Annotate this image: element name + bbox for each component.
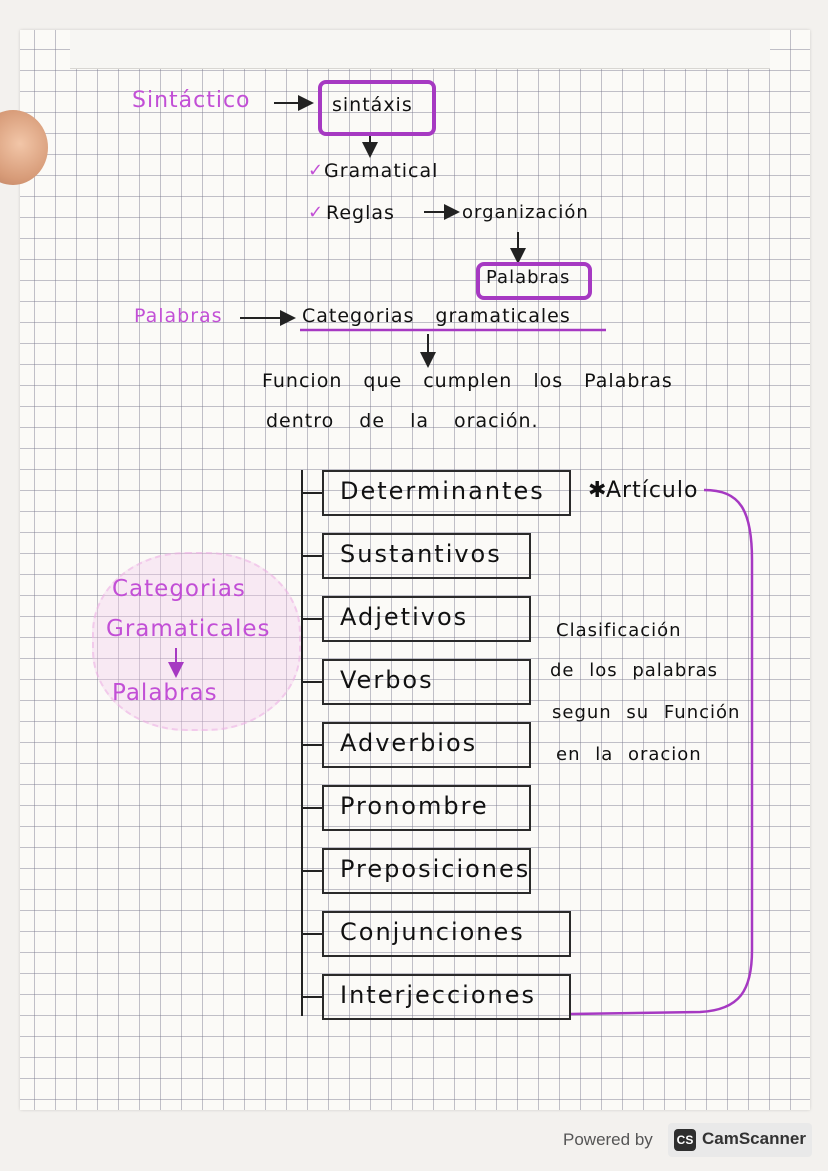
sintaxis-box: [318, 80, 436, 136]
note-line3: segun su Función: [552, 702, 741, 723]
category-box: [322, 533, 531, 579]
star-icon: ✱: [588, 478, 608, 503]
bracket-tick: [302, 492, 322, 494]
label-palabras-left: Palabras: [134, 305, 223, 327]
note-line4: en la oracion: [556, 744, 702, 765]
label-palabras-box: Palabras: [486, 267, 571, 288]
category-label: Adverbios: [340, 729, 478, 757]
category-box: [322, 596, 531, 642]
camscanner-logo: CS CamScanner: [668, 1123, 812, 1157]
category-label: Verbos: [340, 666, 434, 694]
label-gramatical: Gramatical: [324, 160, 439, 182]
note-line1: Clasificación: [556, 620, 682, 641]
bracket-tick: [302, 807, 322, 809]
left-label-line2: Gramaticales: [106, 616, 271, 642]
category-label: Adjetivos: [340, 603, 469, 631]
camscanner-badge-icon: CS: [674, 1129, 696, 1151]
check-icon: ✓: [308, 160, 325, 181]
label-reglas: Reglas: [326, 202, 395, 224]
label-organizacion: organización: [462, 202, 589, 223]
left-label-line3: Palabras: [112, 680, 218, 706]
category-box: [322, 911, 571, 957]
label-sintactico: Sintáctico: [132, 88, 251, 113]
bracket-tick: [302, 681, 322, 683]
category-box: [322, 785, 531, 831]
category-label: Sustantivos: [340, 540, 502, 568]
category-box: [322, 974, 571, 1020]
check-icon: ✓: [308, 202, 325, 223]
category-box: [322, 848, 531, 894]
label-articulo: Artículo: [606, 478, 699, 503]
bracket-tick: [302, 933, 322, 935]
left-label-line1: Categorias: [112, 576, 246, 602]
category-label: Pronombre: [340, 792, 489, 820]
page-header-strip: [70, 30, 770, 69]
purple-loop: [569, 488, 754, 1016]
category-label: Determinantes: [340, 477, 545, 505]
label-categorias-gramaticales: Categorias gramaticales: [302, 305, 571, 327]
palabras-box: [476, 262, 592, 300]
label-funcion-line1: Funcion que cumplen los Palabras: [262, 370, 673, 392]
bracket-tick: [302, 744, 322, 746]
bracket-tick: [302, 870, 322, 872]
label-funcion-line2: dentro de la oración.: [266, 410, 539, 432]
bracket-tick: [302, 618, 322, 620]
category-box: [322, 659, 531, 705]
note-line2: de los palabras: [550, 660, 719, 681]
category-box: [322, 470, 571, 516]
camscanner-name: CamScanner: [702, 1129, 806, 1148]
category-label: Interjecciones: [340, 981, 536, 1009]
powered-by-text: Powered by: [563, 1130, 653, 1149]
highlight-cloud: [92, 552, 301, 731]
category-box: [322, 722, 531, 768]
notebook-page: [20, 30, 810, 1110]
category-label: Conjunciones: [340, 918, 525, 946]
label-sintaxis: sintáxis: [332, 94, 413, 116]
bracket-tick: [302, 996, 322, 998]
category-label: Preposiciones: [340, 855, 531, 883]
bracket-tick: [302, 555, 322, 557]
